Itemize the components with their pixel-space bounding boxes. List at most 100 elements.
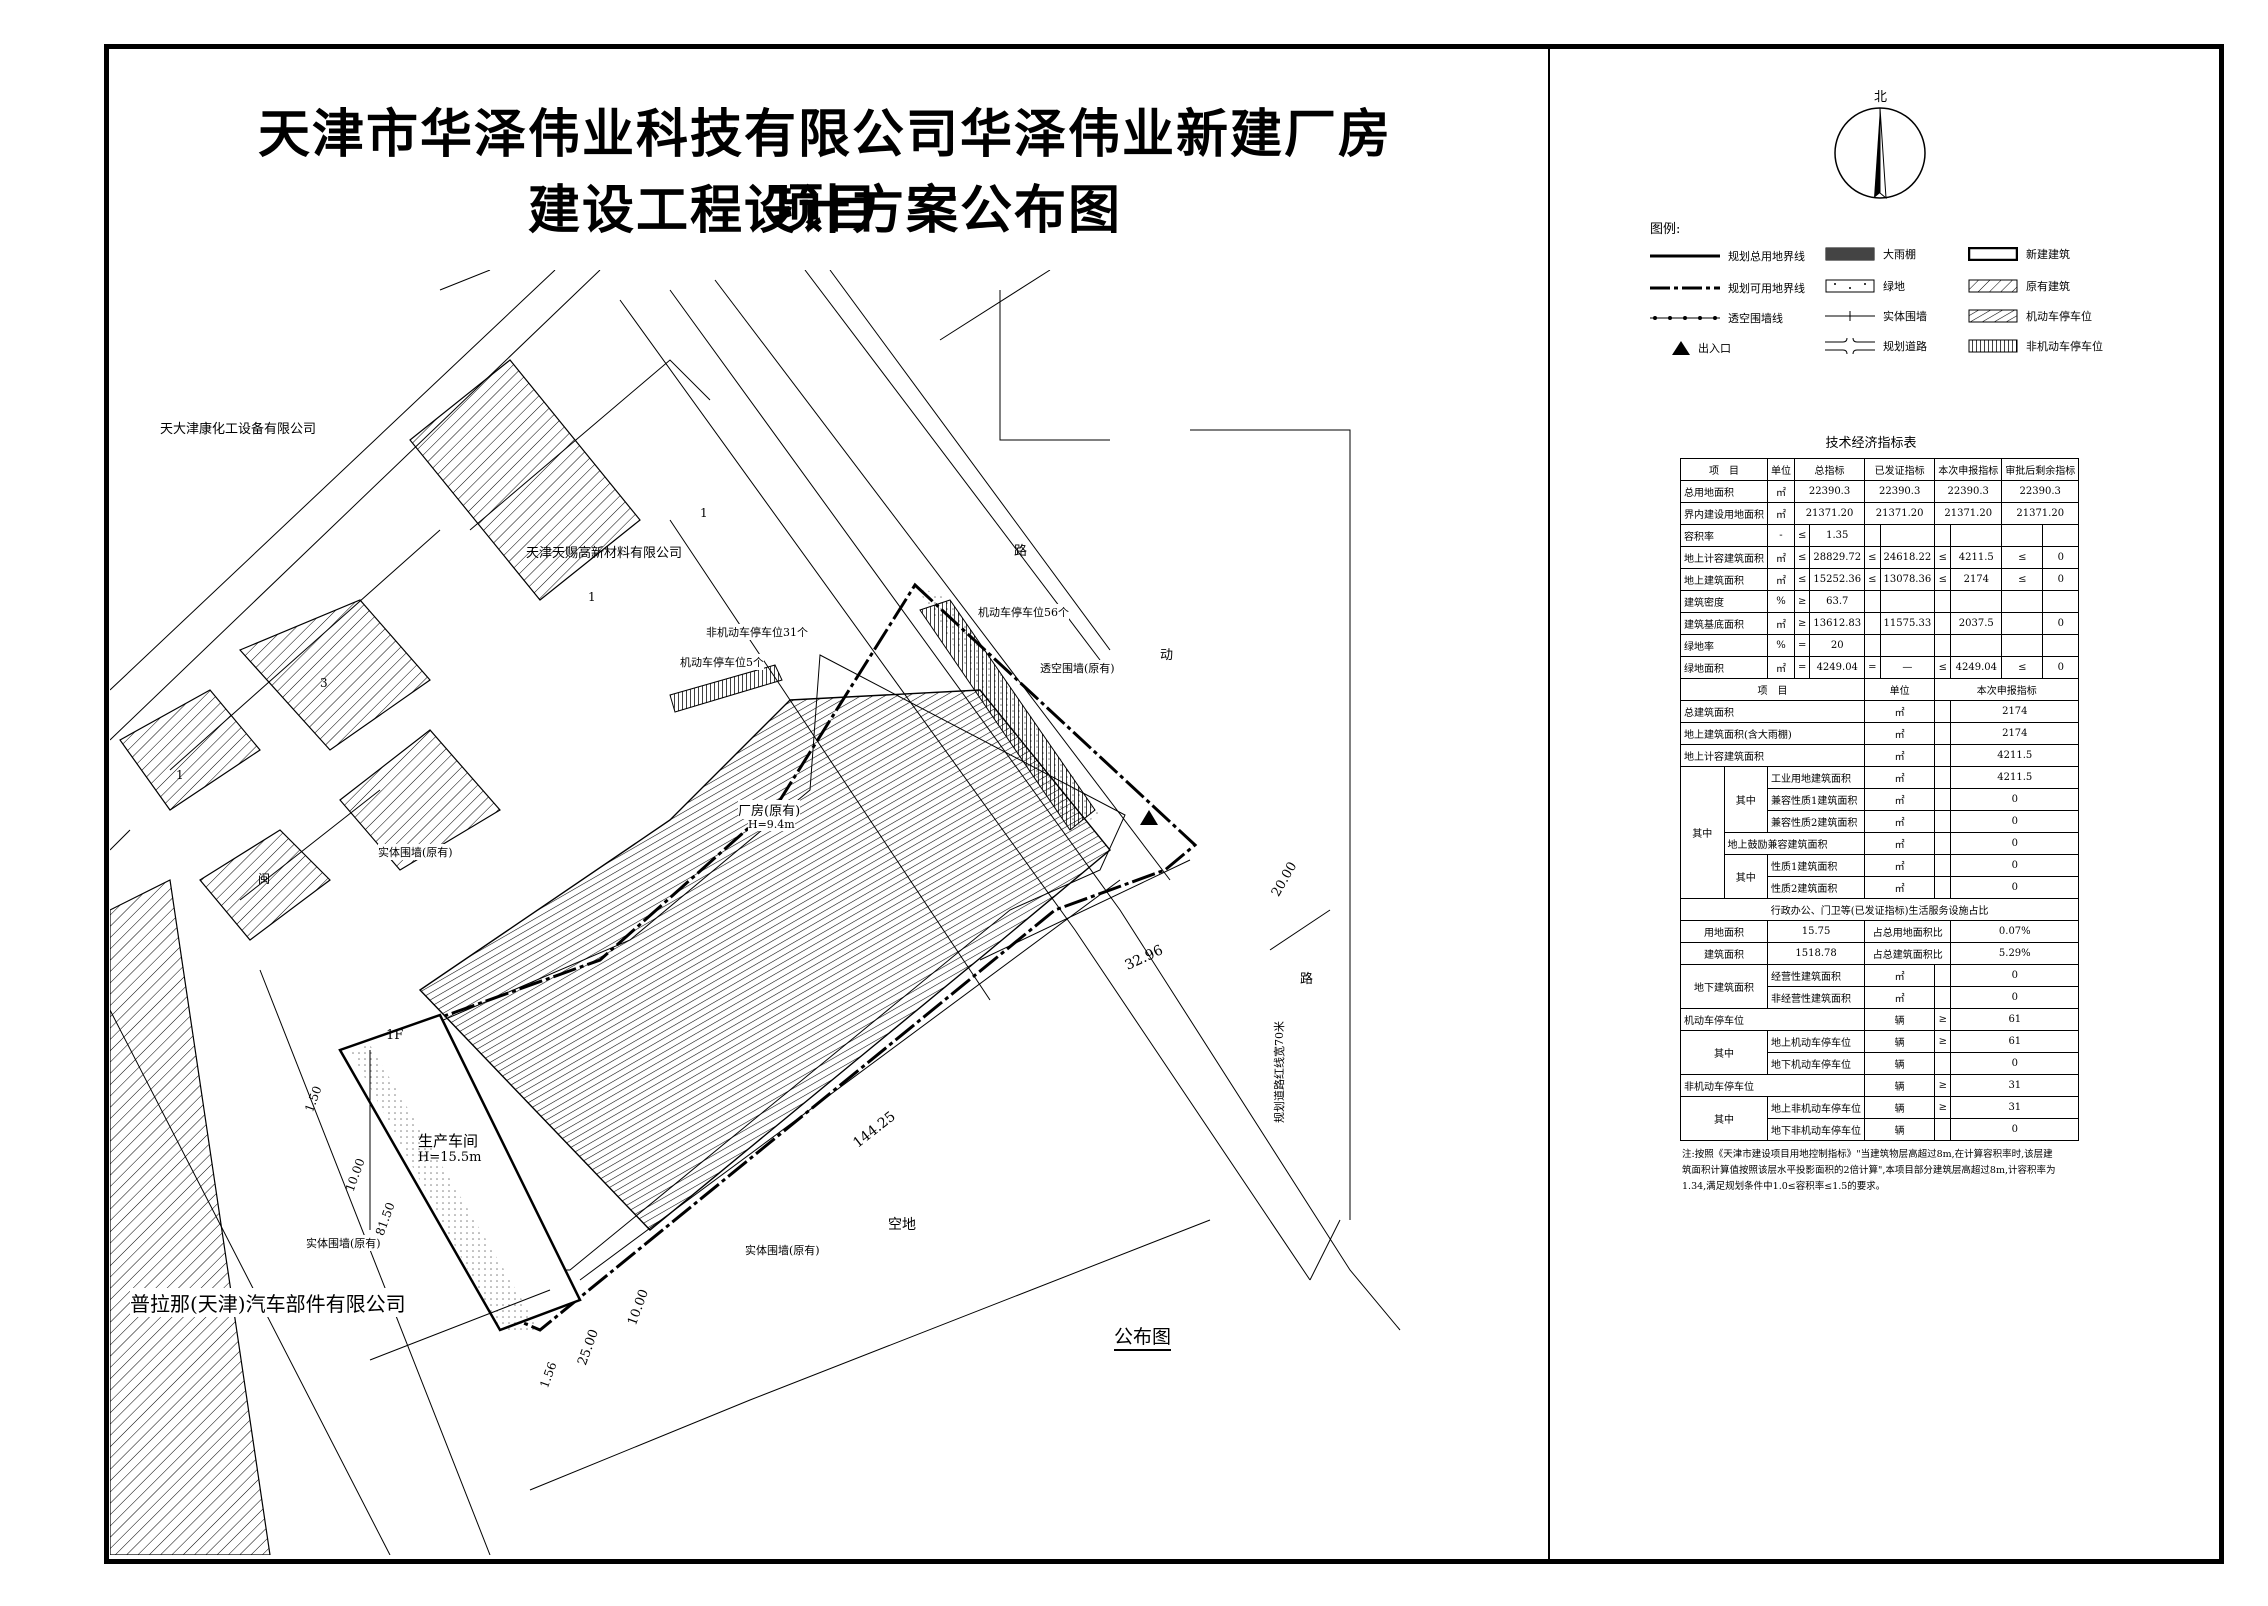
table-cell: 31 bbox=[1950, 1096, 2080, 1119]
legend-label: 机动车停车位 bbox=[2026, 310, 2092, 323]
table-cell bbox=[1934, 876, 1952, 899]
table-cell: ㎡ bbox=[1864, 986, 1936, 1009]
table-cell: ≤ bbox=[1864, 568, 1881, 591]
table-cell: ㎡ bbox=[1767, 546, 1795, 569]
tech-table-title: 技术经济指标表 bbox=[1825, 436, 1917, 451]
table-cell bbox=[2042, 590, 2080, 613]
drawing-title-line1: 天津市华泽伟业科技有限公司华泽伟业新建厂房项目 bbox=[257, 107, 1392, 239]
legend-item: 新建建筑 bbox=[1968, 246, 2070, 262]
table-cell: 63.7 bbox=[1809, 590, 1866, 613]
greenland-icon bbox=[1825, 279, 1875, 293]
table-cell bbox=[1864, 524, 1881, 547]
table-cell: 地上建筑面积 bbox=[1680, 568, 1768, 591]
table-cell: 地上计容建筑面积 bbox=[1680, 546, 1768, 569]
label-pulana: 普拉那(天津)汽车部件有限公司 bbox=[130, 1288, 406, 1317]
table-cell bbox=[1934, 1118, 1952, 1141]
table-cell: 地上计容建筑面积 bbox=[1679, 744, 1866, 767]
legend-item: 规划总用地界线 bbox=[1650, 248, 1805, 264]
table-cell: 辆 bbox=[1864, 1118, 1936, 1141]
table-cell: ≤ bbox=[2001, 546, 2044, 569]
table-cell: 0.07% bbox=[1950, 920, 2080, 943]
legend-dotted-icon bbox=[1650, 316, 1720, 320]
legend-label: 出入口 bbox=[1698, 342, 1731, 355]
table-cell: 辆 bbox=[1864, 1008, 1936, 1031]
table-cell: ≤ bbox=[1793, 546, 1811, 569]
table-cell: ㎡ bbox=[1864, 810, 1936, 833]
table-cell: 辆 bbox=[1864, 1074, 1936, 1097]
table-cell: 项 目 bbox=[1680, 458, 1768, 481]
solid-wall-icon bbox=[1825, 311, 1875, 321]
label-tianda: 天大津康化工设备有限公司 bbox=[160, 422, 317, 437]
legend-item: 实体围墙 bbox=[1825, 308, 1927, 324]
north-arrow-icon bbox=[1834, 107, 1926, 200]
legend-heading: 图例: bbox=[1650, 222, 1681, 237]
table-cell: 24618.22 bbox=[1879, 546, 1936, 569]
table-cell: 15.75 bbox=[1766, 920, 1866, 943]
legend-item: 机动车停车位 bbox=[1968, 308, 2092, 324]
table-cell: ㎡ bbox=[1864, 700, 1936, 723]
label-road-width: 规划道路红线宽70米 bbox=[1273, 1021, 1286, 1123]
table-cell: 0 bbox=[1950, 788, 2080, 811]
legend-label: 非机动车停车位 bbox=[2026, 340, 2103, 353]
table-cell: 用地面积 bbox=[1680, 920, 1768, 943]
table-cell: 13612.83 bbox=[1809, 612, 1866, 635]
table-cell: 0 bbox=[1950, 854, 2080, 877]
table-cell bbox=[2001, 634, 2044, 657]
table-cell bbox=[1879, 590, 1936, 613]
table-cell: 1518.78 bbox=[1766, 942, 1866, 965]
building-number-2: 1 bbox=[700, 506, 708, 520]
table-cell: 13078.36 bbox=[1879, 568, 1936, 591]
table-cell: 1.35 bbox=[1809, 524, 1866, 547]
table-cell: 单位 bbox=[1864, 678, 1936, 701]
table-cell: ≥ bbox=[1934, 1096, 1952, 1119]
table-cell: 非经营性建筑面积 bbox=[1766, 986, 1866, 1009]
table-cell: 其中 bbox=[1680, 1030, 1768, 1075]
table-row: 非机动车停车位辆≥31 bbox=[1679, 1074, 2080, 1097]
table-cell: 地上机动车停车位 bbox=[1766, 1030, 1866, 1053]
table-cell bbox=[2001, 590, 2044, 613]
legend-item: 规划可用地界线 bbox=[1650, 280, 1805, 296]
table-cell: 建筑密度 bbox=[1680, 590, 1768, 613]
table-cell: 行政办公、门卫等(已发证指标)生活服务设施占比 bbox=[1679, 898, 2080, 921]
table-cell bbox=[1934, 700, 1952, 723]
table-cell: 0 bbox=[2042, 612, 2080, 635]
table-cell bbox=[1864, 612, 1881, 635]
table-cell: ㎡ bbox=[1864, 964, 1936, 987]
table-cell: = bbox=[1793, 656, 1811, 679]
table-cell: 0 bbox=[1950, 810, 2080, 833]
table-cell: ≤ bbox=[2001, 568, 2044, 591]
table-cell: 辆 bbox=[1864, 1052, 1936, 1075]
table-cell: ≤ bbox=[1934, 656, 1952, 679]
legend-label: 大雨棚 bbox=[1883, 248, 1916, 261]
legend: 图例: 规划总用地界线 规划可用地界线 透空围墙线 出入口 大雨棚 绿地 实体围… bbox=[1650, 218, 2110, 368]
table-cell: 22390.3 bbox=[1793, 480, 1866, 503]
building-number-5: 闽 bbox=[258, 872, 271, 886]
table-cell bbox=[2001, 524, 2044, 547]
table-cell bbox=[1934, 634, 1952, 657]
label-factory-height: H=9.4m bbox=[748, 818, 795, 831]
existing-building-icon bbox=[1968, 279, 2018, 293]
table-cell bbox=[2042, 634, 2080, 657]
table-cell bbox=[1934, 524, 1952, 547]
table-cell: 本次申报指标 bbox=[1934, 678, 2080, 701]
table-cell: 0 bbox=[1950, 876, 2080, 899]
table-cell: 0 bbox=[1950, 832, 2080, 855]
table-cell bbox=[1864, 590, 1881, 613]
table-cell: ㎡ bbox=[1864, 722, 1936, 745]
table-cell: 0 bbox=[2042, 546, 2080, 569]
table-cell: ㎡ bbox=[1767, 502, 1795, 525]
table-cell: 占总建筑面积比 bbox=[1864, 942, 1952, 965]
motor-parking-icon bbox=[1968, 309, 2018, 323]
table-cell: 兼容性质1建筑面积 bbox=[1766, 788, 1866, 811]
table-cell bbox=[1934, 788, 1952, 811]
